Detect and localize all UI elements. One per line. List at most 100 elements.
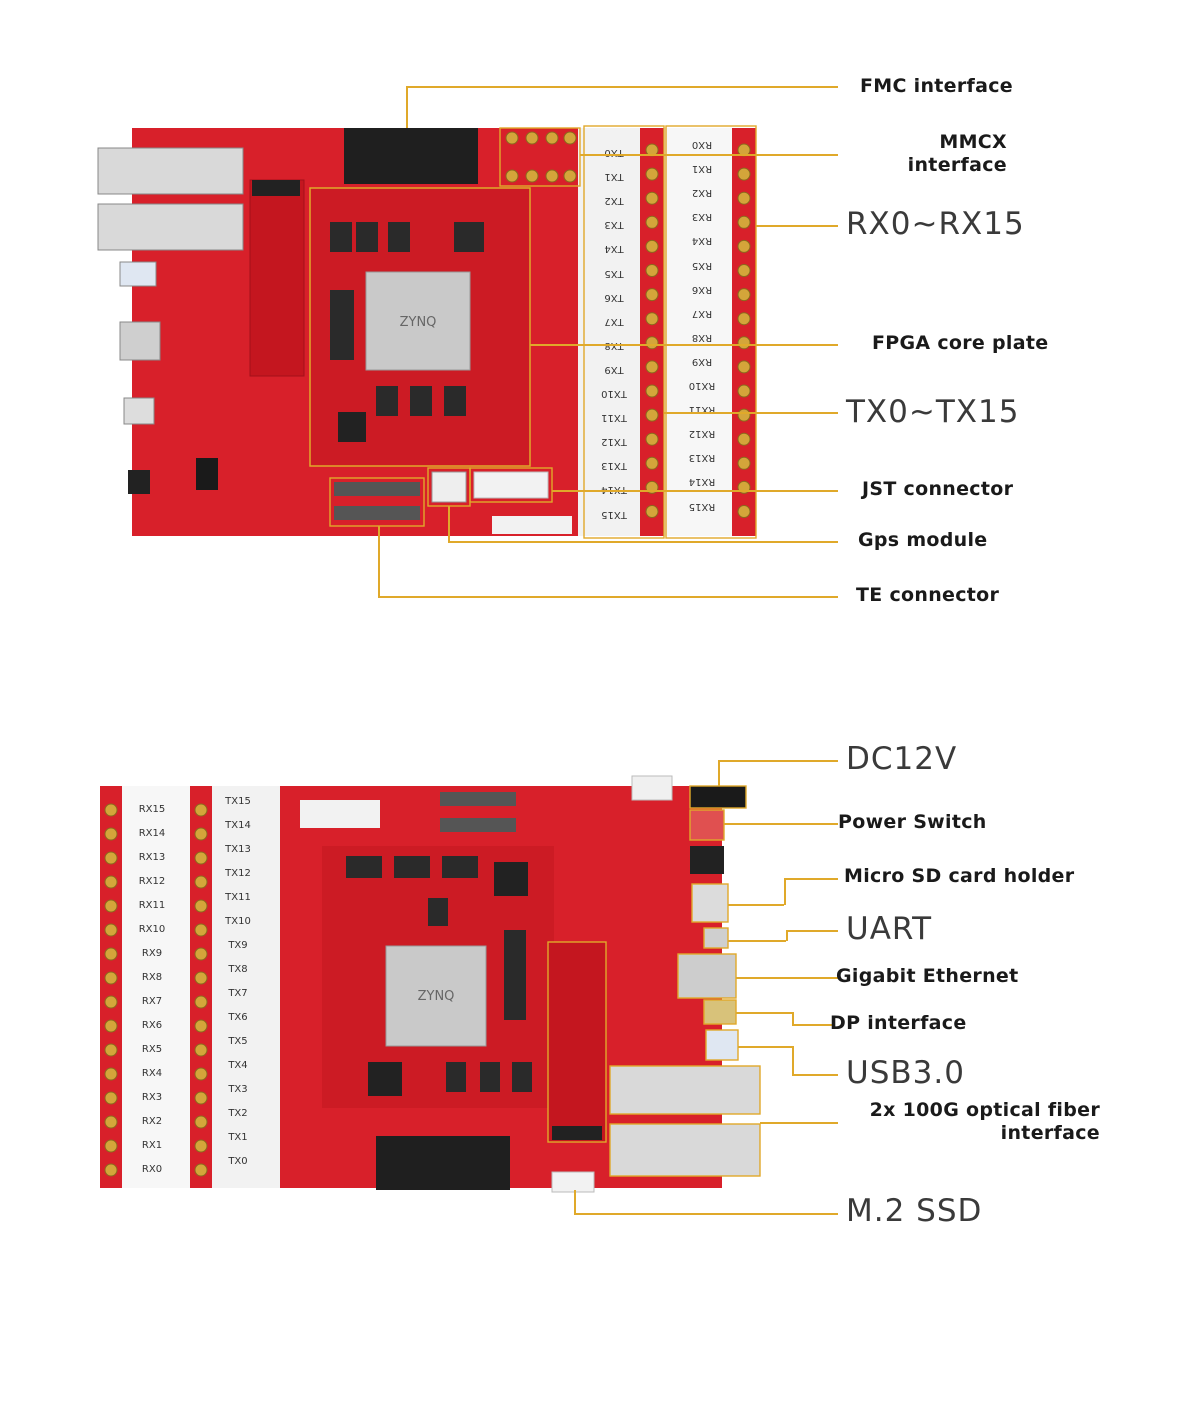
top-tx-port-label: TX4 — [604, 243, 624, 255]
qsfp-cage-1 — [97, 147, 244, 195]
ic — [196, 458, 218, 490]
bottom-tx-port-label: TX10 — [225, 916, 251, 927]
usb3-label: USB3.0 — [846, 1055, 965, 1091]
mmcx-connector — [104, 1163, 118, 1177]
top-tx-port-label: TX13 — [601, 460, 627, 472]
mmcx-connector — [645, 456, 659, 470]
mmcx-connector — [194, 803, 208, 817]
te-connector-2 — [334, 506, 420, 520]
top-rx-mmcx-column — [732, 128, 756, 536]
bottom-m2-area — [547, 941, 607, 1143]
rx-leader — [756, 225, 838, 227]
mmcx-connector — [645, 312, 659, 326]
bottom-tx-port-label: TX13 — [225, 844, 251, 855]
ic — [330, 222, 352, 252]
mmcx-connector — [104, 1091, 118, 1105]
rx-highlight — [665, 125, 757, 539]
top-rx-port-label: RX9 — [691, 355, 713, 367]
mmcx-connector — [737, 336, 751, 350]
dp-interface-label: DP interface — [830, 1012, 967, 1034]
te-connector — [440, 792, 516, 806]
top-rx-port-label: RX13 — [688, 452, 716, 464]
mmcx-connector — [737, 480, 751, 494]
ic — [444, 386, 466, 416]
top-tx-port-label: TX5 — [604, 267, 624, 279]
bottom-rx-port-label: RX14 — [138, 828, 166, 839]
mmcx-connector — [563, 131, 577, 145]
uart-leader-h1 — [728, 940, 786, 942]
bottom-rx-port-label: RX5 — [141, 1044, 163, 1055]
bottom-tx-port-label: TX12 — [225, 868, 251, 879]
tx-range-label: TX0~TX15 — [846, 394, 1020, 430]
mmcx-connector — [104, 1115, 118, 1129]
gps-leader-h — [448, 541, 838, 543]
top-rx-port-label: RX12 — [688, 428, 716, 440]
mmcx-connector — [194, 875, 208, 889]
mmcx-connector — [645, 505, 659, 518]
gps-module-label: Gps module — [858, 529, 988, 551]
mmcx-connector — [104, 803, 118, 817]
jst-connector — [473, 471, 549, 499]
te-leader-h — [378, 596, 838, 598]
optical-label-line2: interface — [1000, 1122, 1100, 1144]
top-rx-port-label: RX10 — [688, 380, 716, 391]
bottom-tx-port-label: TX6 — [228, 1012, 248, 1023]
mmcx-connector — [104, 923, 118, 937]
mmcx-connector — [525, 131, 539, 145]
mmcx-connector — [645, 143, 659, 157]
ic — [394, 856, 430, 878]
dc12v-label: DC12V — [846, 741, 958, 777]
mmcx-connector — [737, 143, 751, 157]
ic — [454, 222, 484, 252]
m2-leader-h — [574, 1213, 838, 1215]
mmcx-connector — [645, 167, 659, 181]
bottom-tx-port-label: TX8 — [228, 964, 248, 975]
jst-row — [300, 800, 380, 828]
ic — [446, 1062, 466, 1092]
uart-leader-v — [786, 930, 788, 941]
tx-leader — [664, 412, 838, 414]
ethernet-port — [677, 953, 737, 999]
top-tx-port-label: TX9 — [604, 363, 624, 375]
dp-leader-h1 — [736, 1012, 792, 1014]
usb-leader-v — [792, 1046, 794, 1074]
mmcx-connector — [645, 408, 659, 422]
ic — [512, 1062, 532, 1092]
rx-range-label: RX0~RX15 — [846, 206, 1025, 242]
top-tx-port-label: TX0 — [604, 147, 624, 158]
dp-leader-h2 — [792, 1024, 832, 1026]
ic — [356, 222, 378, 252]
top-tx-port-label: TX2 — [604, 195, 624, 207]
gps-module — [431, 471, 467, 503]
ic — [368, 1062, 402, 1096]
te-connector-1 — [334, 482, 420, 496]
bottom-tx-mmcx-column — [190, 786, 212, 1188]
uart-port — [703, 927, 729, 949]
ic — [388, 222, 410, 252]
top-fpga-chip — [365, 271, 471, 371]
ic — [346, 856, 382, 878]
mmcx-cluster — [499, 127, 581, 187]
bottom-rx-port-label: RX9 — [141, 948, 163, 959]
dc-leader-h — [718, 760, 838, 762]
bottom-tx-port-label: TX3 — [228, 1084, 248, 1095]
mmcx-connector — [545, 169, 559, 183]
top-rx-port-label: RX15 — [688, 500, 716, 512]
bottom-chip-name: ZYNQ — [418, 989, 455, 1004]
usb-leader-h2 — [792, 1074, 838, 1076]
tx-highlight — [583, 125, 665, 539]
mmcx-connector — [104, 971, 118, 985]
bottom-rx-port-label: RX12 — [138, 876, 166, 887]
mmcx-connector — [563, 169, 577, 183]
mmcx-connector — [104, 1139, 118, 1153]
mmcx-connector — [645, 336, 659, 350]
power-switch-label: Power Switch — [838, 811, 987, 833]
mmcx-label-line1: MMCX — [939, 131, 1007, 153]
m2-connector — [252, 180, 300, 196]
te-highlight — [329, 477, 425, 527]
mmcx-connector — [194, 947, 208, 961]
mmcx-connector — [194, 1163, 208, 1177]
top-rx-port-label: RX0 — [691, 139, 713, 150]
top-tx-port-label: TX15 — [601, 508, 627, 520]
